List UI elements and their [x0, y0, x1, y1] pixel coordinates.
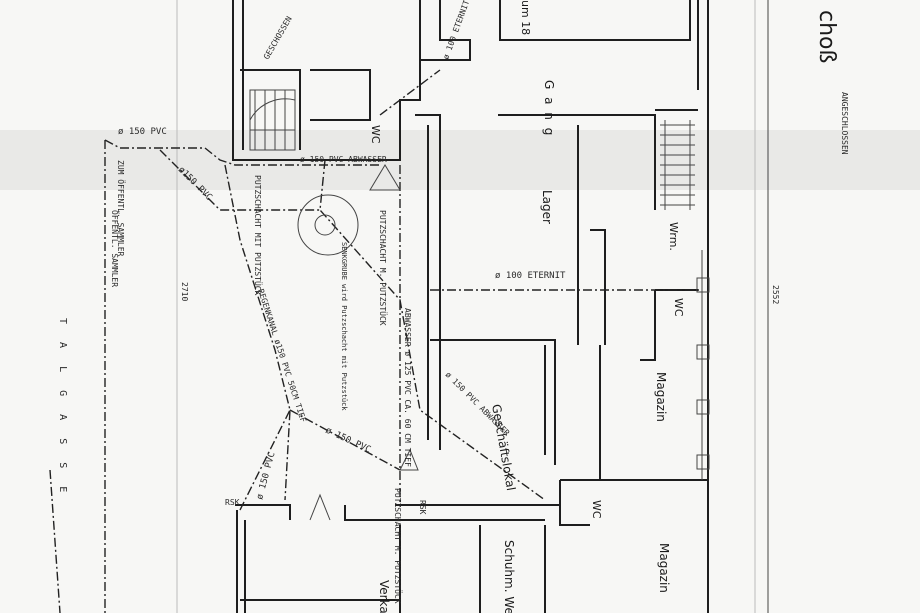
pipe-label: ø 150 PVC — [255, 451, 277, 501]
room-werkstatt: Schuhm. Werks — [502, 540, 516, 613]
room-gang: G a n g — [542, 80, 556, 137]
pipe-label: ABWASSER ø 125 PVC CA. 60 CM TIEF — [403, 308, 412, 467]
inspection-triangle — [369, 164, 401, 191]
room-lager: Lager — [540, 190, 554, 224]
fitting-label: PUTZSCHACHT M. PUTZSTÜCK — [378, 210, 388, 326]
top-note: GESCHOSSEN — [262, 15, 294, 61]
staircase — [660, 120, 695, 210]
street-name: T A L G A S S E — [57, 318, 68, 498]
room-wc: WC — [672, 298, 685, 317]
pipe-label: ø 150 PVC — [118, 127, 167, 137]
neighbor-note: ANGESCHLOSSEN — [840, 92, 849, 155]
scan-shade-band — [0, 130, 920, 190]
pipe-label: ÖFFENTL. SAMMLER — [110, 210, 120, 287]
fitting-label: PUTZSCHACHT M. PUTZSTÜCK — [393, 488, 403, 604]
pipe-label: ø 150 PVC — [324, 426, 372, 456]
fitting-label: RSK — [418, 500, 427, 515]
fitting-label: SENKGRUBE wird Putzschacht mit Putzstück — [340, 242, 348, 411]
pipe-label: ø 100 ETERNIT — [495, 271, 566, 281]
dimension-label: 2710 — [180, 282, 189, 301]
pipe-label: ø 100 ETERNIT — [441, 0, 471, 61]
room-magazin: Magazin — [654, 372, 668, 422]
pipe-label: REGENKANAL ø150 PVC 50CM TIEF — [256, 288, 308, 424]
fitting-label: RSK — [225, 498, 240, 507]
staircase — [249, 89, 296, 151]
room-waermeraum: Wrm. — [667, 222, 680, 251]
building-walls — [232, 0, 709, 613]
dimension-label: 2552 — [771, 285, 780, 304]
pipe-network — [49, 69, 700, 613]
inspection-triangle — [399, 448, 419, 471]
plan-title: choß — [814, 10, 839, 63]
room-top: um 18 — [519, 0, 532, 35]
inspection-triangle — [309, 493, 331, 521]
senkgrube-circle — [297, 194, 359, 256]
pipe-label: ø 150 PVC ABWASSER — [300, 155, 387, 164]
room-wc: WC — [590, 500, 603, 519]
room-wc: WC — [369, 125, 382, 144]
windows — [696, 250, 710, 480]
fitting-label: PUTZSCHACHT MIT PUTZSTÜCK — [253, 175, 263, 296]
putzschacht-circle — [314, 214, 336, 236]
pipe-label: ZUM ÖFFENTL. SAMMLER — [116, 160, 126, 257]
room-magazin: Magazin — [657, 543, 671, 593]
room-verkauf: Verka — [377, 580, 391, 613]
